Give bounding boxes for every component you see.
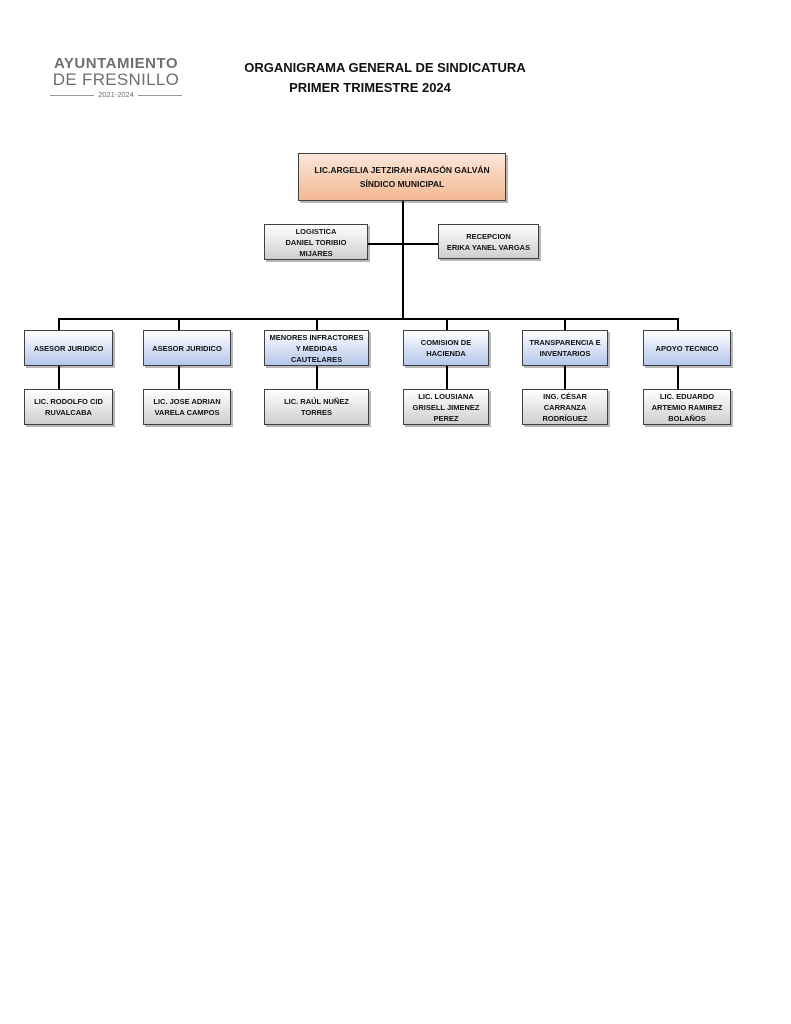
department-label: HACIENDA	[426, 349, 466, 358]
recepcion-box: RECEPCION ERIKA YANEL VARGAS	[438, 224, 539, 259]
department-label: Y MEDIDAS	[295, 343, 338, 353]
department-label: INVENTARIOS	[539, 349, 591, 358]
department-box-asesor-juridico-2: ASESOR JURIDICO	[143, 330, 231, 366]
staff-box-jose-adrian: LIC. JOSE ADRIAN VARELA CAMPOS	[143, 389, 231, 425]
logo-years-text: 2021-2024	[94, 90, 138, 99]
department-label: ASESOR JURIDICO	[152, 343, 222, 353]
department-label: ASESOR JURIDICO	[33, 343, 104, 353]
staff-connector	[564, 366, 566, 389]
sindico-role: SÍNDICO MUNICIPAL	[359, 179, 445, 189]
department-drop-connector	[564, 318, 566, 331]
department-drop-connector	[316, 318, 318, 331]
staff-name: ARTEMIO RAMIREZ	[651, 402, 723, 412]
staff-name: GRISELL JIMENEZ	[412, 402, 480, 412]
staff-name: LIC. EDUARDO	[659, 391, 715, 401]
staff-name: LIC. RODOLFO CID	[34, 397, 103, 406]
ayuntamiento-logo: AYUNTAMIENTO DE FRESNILLO 2021-2024	[46, 56, 186, 99]
staff-connector	[677, 366, 679, 389]
sindico-name: LIC.ARGELIA JETZIRAH ARAGÓN GALVÁN	[314, 165, 490, 175]
staff-box-lousiana-grisell: LIC. LOUSIANA GRISELL JIMENEZ PEREZ	[403, 389, 489, 425]
staff-name: RODRÍGUEZ	[542, 413, 588, 423]
staff-name: LIC. LOUSIANA	[418, 391, 474, 401]
logistica-box: LOGISTICA DANIEL TORIBIO MIJARES	[264, 224, 368, 260]
page-title: ORGANIGRAMA GENERAL DE SINDICATURA	[244, 60, 526, 75]
logistica-line: LOGISTICA	[295, 226, 337, 236]
sindico-box: LIC.ARGELIA JETZIRAH ARAGÓN GALVÁN SÍNDI…	[298, 153, 506, 201]
department-drop-connector	[446, 318, 448, 331]
logo-line-2: DE FRESNILLO	[52, 70, 180, 89]
trunk-connector	[402, 201, 404, 319]
staff-name: RUVALCABA	[45, 408, 92, 417]
department-drop-connector	[677, 318, 679, 331]
staff-box-raul-nunez: LIC. RAÚL NUÑEZ TORRES	[264, 389, 369, 425]
department-drop-connector	[178, 318, 180, 331]
department-box-transparencia: TRANSPARENCIA E INVENTARIOS	[522, 330, 608, 366]
staff-connector	[178, 366, 180, 389]
staff-name: TORRES	[300, 408, 333, 417]
staff-box-cesar-carranza: ING. CÉSAR CARRANZA RODRÍGUEZ	[522, 389, 608, 425]
recepcion-connector	[403, 243, 438, 245]
staff-name: VARELA CAMPOS	[154, 408, 220, 417]
department-label: TRANSPARENCIA E	[529, 338, 601, 347]
department-bus-connector	[58, 318, 679, 320]
staff-name: PEREZ	[433, 413, 459, 423]
staff-name: CARRANZA	[543, 402, 587, 412]
department-box-apoyo-tecnico: APOYO TECNICO	[643, 330, 731, 366]
staff-name: BOLAÑOS	[668, 413, 706, 423]
department-label: APOYO TECNICO	[655, 343, 719, 353]
staff-connector	[446, 366, 448, 389]
department-box-comision-hacienda: COMISION DE HACIENDA	[403, 330, 489, 366]
department-label: COMISION DE	[420, 338, 472, 347]
staff-name: ING. CÉSAR	[543, 391, 587, 401]
page-subtitle: PRIMER TRIMESTRE 2024	[289, 80, 451, 95]
recepcion-line: RECEPCION	[466, 231, 511, 241]
staff-box-eduardo-artemio: LIC. EDUARDO ARTEMIO RAMIREZ BOLAÑOS	[643, 389, 731, 425]
logistica-line: DANIEL TORIBIO	[285, 237, 347, 247]
staff-name: LIC. RAÚL NUÑEZ	[284, 397, 349, 406]
logistica-connector	[368, 243, 403, 245]
department-drop-connector	[58, 318, 60, 331]
department-label: MENORES INFRACTORES	[269, 332, 364, 342]
staff-box-rodolfo-cid: LIC. RODOLFO CID RUVALCABA	[24, 389, 113, 425]
department-box-asesor-juridico-1: ASESOR JURIDICO	[24, 330, 113, 366]
department-label: CAUTELARES	[290, 354, 343, 364]
staff-connector	[58, 366, 60, 389]
staff-connector	[316, 366, 318, 389]
recepcion-line: ERIKA YANEL VARGAS	[446, 242, 531, 252]
logo-line-1: AYUNTAMIENTO	[53, 55, 179, 72]
department-box-menores-infractores: MENORES INFRACTORES Y MEDIDAS CAUTELARES	[264, 330, 369, 366]
logistica-line: MIJARES	[299, 248, 333, 258]
staff-name: LIC. JOSE ADRIAN	[153, 397, 221, 406]
logo-years: 2021-2024	[46, 90, 186, 99]
